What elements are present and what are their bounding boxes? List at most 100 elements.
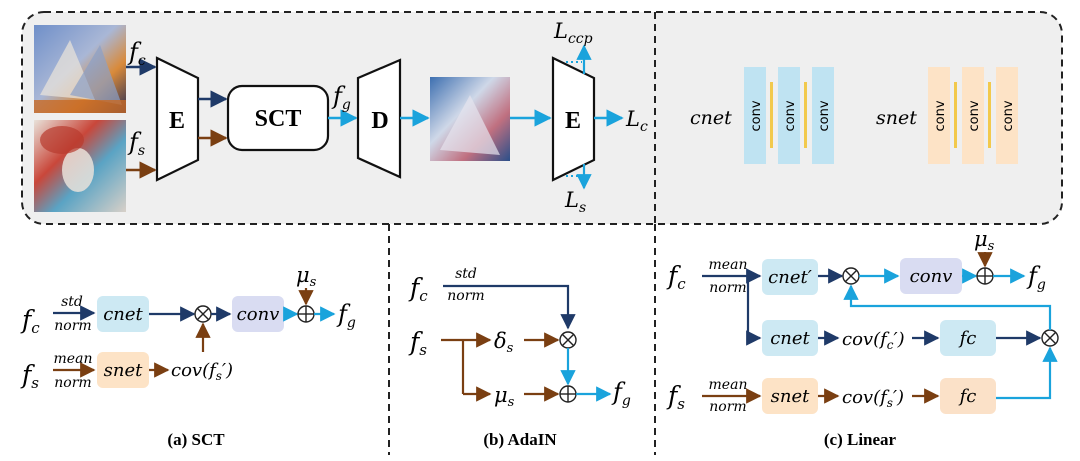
c-cnet-box — [762, 320, 818, 356]
a-std-label: std — [61, 294, 83, 310]
a-mean-label: mean — [54, 351, 93, 367]
c-norm2-label: norm — [709, 399, 746, 415]
c-conv-box — [900, 258, 962, 294]
svg-text:Lccp: Lccp — [553, 19, 593, 47]
a-caption: (a) SCT — [167, 430, 225, 449]
cnet-conv-1: conv — [749, 100, 764, 131]
svg-text:μs: μs — [296, 263, 317, 290]
a-cnet-box — [97, 296, 149, 332]
a-fc-sub: c — [31, 319, 40, 337]
c-cov-c-sub: c — [887, 338, 894, 352]
b-caption: (b) AdaIN — [483, 430, 557, 449]
c-fc-label: f — [666, 261, 681, 290]
snet-structure: conv conv conv — [928, 67, 1018, 164]
a-conv-label: conv — [237, 304, 280, 325]
encoder-block — [155, 56, 200, 182]
cnet-conv-3: conv — [817, 100, 832, 131]
a-cov-label: cov(f — [171, 360, 219, 381]
a-fs-sub: s — [31, 374, 39, 392]
svg-text:fc: fc — [20, 305, 40, 337]
b-mu-sub: s — [508, 395, 515, 410]
svg-text:cov(fs′): cov(fs′) — [171, 360, 233, 383]
loss-ccp-sub: ccp — [568, 31, 593, 47]
c-mean-label: mean — [709, 257, 748, 273]
c-mu-sub: s — [988, 239, 995, 254]
svg-text:cov(fs′): cov(fs′) — [842, 387, 904, 410]
b-fs-sub: s — [419, 341, 427, 359]
a-cnet-label: cnet — [103, 304, 143, 325]
svg-text:Ls: Ls — [564, 188, 586, 216]
panel-a-sct: fc fs std norm mean norm cnet snet cov(f… — [20, 263, 356, 449]
loss-s-label: L — [564, 188, 579, 212]
svg-text:cov(fc′): cov(fc′) — [842, 329, 905, 352]
panel-b-adain: fc fs std norm δs μs fg (b) AdaIN — [408, 266, 631, 449]
a-cov-end: ′) — [222, 360, 233, 381]
snet-struct-label: snet — [876, 107, 917, 129]
snet-conv-2: conv — [967, 100, 982, 131]
style-image — [34, 120, 126, 212]
c-fc-box-1 — [940, 320, 996, 356]
c-cov-s-label: cov(f — [842, 387, 890, 408]
b-fs-label: f — [408, 327, 423, 356]
c-cov-c-end: ′) — [894, 329, 905, 350]
svg-text:fc: fc — [666, 261, 686, 293]
a-fs-label: f — [20, 360, 35, 389]
a-fg-sub: g — [347, 315, 356, 331]
encoder2-block — [551, 56, 596, 182]
c-fs-sub: s — [677, 395, 685, 413]
c-cnet-prime-label: cnet′ — [768, 267, 812, 288]
b-fc-label: f — [408, 273, 423, 302]
b-delta-label: δ — [494, 329, 507, 353]
c-cov-c-label: cov(f — [842, 329, 890, 350]
cnet-structure: conv conv conv — [744, 67, 834, 164]
c-snet-label: snet — [771, 386, 810, 407]
c-fs-label: f — [666, 381, 681, 410]
svg-text:δs: δs — [494, 329, 514, 356]
a-fc-label: f — [20, 305, 35, 334]
c-cnet-prime-box — [762, 259, 818, 295]
b-fc-sub: c — [419, 287, 428, 305]
svg-text:μs: μs — [974, 227, 995, 254]
a-snet-box — [97, 352, 149, 388]
svg-text:μs: μs — [494, 383, 515, 410]
c-conv-label: conv — [910, 266, 953, 287]
cnet-conv-2: conv — [783, 100, 798, 131]
svg-text:fg: fg — [1026, 262, 1046, 293]
decoder-label: D — [371, 108, 388, 134]
sct-label: SCT — [255, 106, 302, 132]
decoder-block — [356, 58, 402, 179]
c-fc-box-1-label: fc — [958, 328, 977, 349]
svg-text:Lc: Lc — [625, 107, 648, 135]
a-norm-label: norm — [54, 318, 91, 334]
top-fc-sub: c — [138, 53, 146, 69]
encoder2-label: E — [565, 108, 581, 134]
svg-text:fg: fg — [611, 378, 631, 409]
c-mu-label: μ — [974, 227, 988, 251]
c-fc-box-2 — [940, 378, 996, 414]
b-std-label: std — [455, 266, 477, 282]
stylized-output-image — [430, 77, 510, 161]
a-norm2-label: norm — [54, 375, 91, 391]
c-fc-box-2-label: fc — [958, 386, 977, 407]
b-delta-sub: s — [507, 341, 514, 356]
encoder-label: E — [169, 108, 185, 134]
cnet-struct-label: cnet — [690, 107, 732, 129]
loss-c-sub: c — [640, 119, 648, 135]
c-caption: (c) Linear — [824, 430, 897, 449]
c-cov-s-sub: s — [887, 396, 893, 410]
snet-conv-3: conv — [1001, 100, 1016, 131]
svg-text:fs: fs — [666, 381, 685, 413]
a-snet-label: snet — [104, 360, 143, 381]
b-norm-label: norm — [447, 288, 484, 304]
c-cnet-label: cnet — [770, 328, 810, 349]
a-mu-sub: s — [310, 275, 317, 290]
snet-conv-1: conv — [933, 100, 948, 131]
c-mean2-label: mean — [709, 377, 748, 393]
c-fg-sub: g — [1037, 277, 1046, 293]
a-conv-box — [232, 296, 284, 332]
c-norm-label: norm — [709, 280, 746, 296]
top-fs-sub: s — [138, 143, 145, 159]
loss-c-label: L — [625, 107, 640, 131]
svg-text:fc: fc — [408, 273, 428, 305]
c-cov-s-end: ′) — [893, 387, 904, 408]
